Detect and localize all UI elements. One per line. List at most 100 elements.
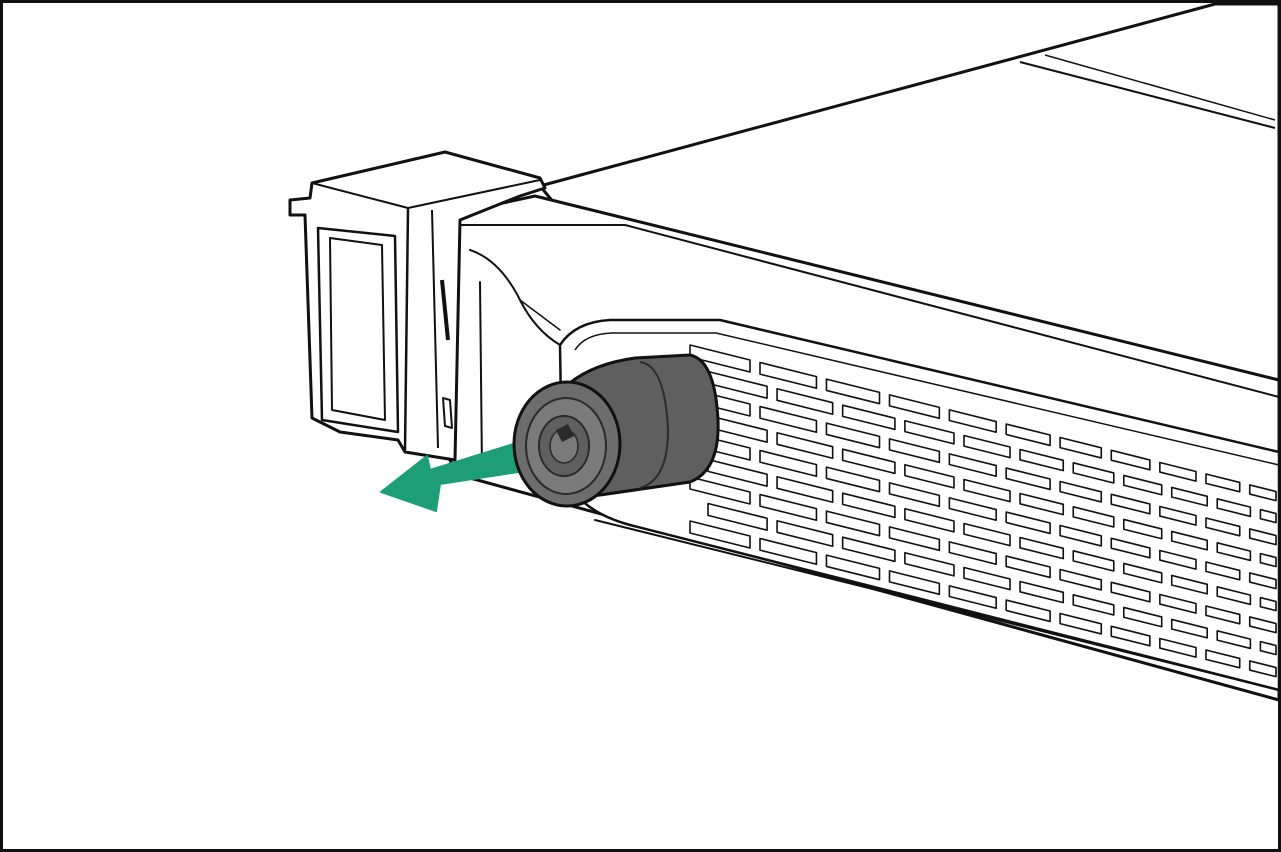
grille-slot <box>948 409 997 434</box>
grille-slot <box>1159 505 1197 526</box>
grille-slot <box>948 585 997 610</box>
grille-slot <box>904 463 955 489</box>
grille-slot <box>1122 518 1163 540</box>
grille-slot <box>948 541 997 566</box>
grille-slot <box>776 519 834 548</box>
grille-slot <box>1059 436 1103 459</box>
mounting-ear <box>288 150 547 462</box>
grille-slot <box>948 497 997 522</box>
grille-slot <box>759 537 818 566</box>
grille-slot <box>1205 517 1241 537</box>
grille-slot <box>1159 461 1197 482</box>
grille-slot <box>1059 568 1103 591</box>
grille-slot <box>759 493 818 522</box>
grille-slot <box>1059 524 1103 547</box>
grille-slot <box>1259 552 1277 568</box>
grille-slot <box>1205 605 1241 625</box>
grille-slot <box>1019 536 1065 560</box>
grille-slot <box>689 344 751 373</box>
grille-slot <box>825 554 881 581</box>
grille-slot <box>1110 449 1151 471</box>
grille-slot <box>1072 506 1115 528</box>
grille-slot <box>1110 581 1151 603</box>
grille-slot <box>1259 508 1277 524</box>
grille-slot <box>841 492 896 519</box>
grille-slot <box>1170 618 1209 639</box>
grille-slot <box>888 482 941 508</box>
grille-slot <box>1248 660 1277 678</box>
grille-slot <box>776 475 834 504</box>
grille-slot <box>1159 637 1197 658</box>
grille-slot <box>1122 474 1163 496</box>
grille-slot <box>1072 594 1115 616</box>
grille-slot <box>1005 599 1051 623</box>
grille-slot <box>1248 616 1277 634</box>
grille-slot <box>825 510 881 537</box>
grille-slot <box>963 434 1011 459</box>
grille-slot <box>1059 612 1103 635</box>
grille-slot <box>1159 549 1197 570</box>
grille-slot <box>1216 630 1252 650</box>
grille-slot <box>759 361 818 390</box>
grille-slot <box>759 449 818 478</box>
grille-slot <box>825 378 881 405</box>
grille-slot <box>776 387 834 416</box>
grille-slot <box>904 551 955 577</box>
grille-slot <box>825 422 881 449</box>
grille-slot <box>707 502 768 531</box>
bezel-grille <box>558 318 1281 692</box>
grille-slot <box>1248 572 1277 590</box>
grille-slot <box>689 476 751 505</box>
grille-slot <box>1072 462 1115 484</box>
grille-slot <box>1110 493 1151 515</box>
grille-slot <box>689 520 751 549</box>
grille-slot <box>904 419 955 445</box>
grille-slot <box>1005 511 1051 535</box>
grille-slot <box>1005 423 1051 447</box>
grille-slot <box>1259 596 1277 612</box>
grille-slot <box>1205 649 1241 669</box>
grille-slot <box>759 405 818 434</box>
grille-slot <box>963 566 1011 591</box>
grille-slot <box>776 431 834 460</box>
grille-slot <box>888 570 941 596</box>
grille-slot <box>1216 542 1252 562</box>
grille-slot <box>948 453 997 478</box>
grille-slot <box>1170 486 1209 507</box>
grille-slot <box>888 394 941 420</box>
grille-slot <box>904 507 955 533</box>
grille-slot <box>1019 580 1065 604</box>
grille-slot <box>888 438 941 464</box>
grille-slots-icon <box>689 344 1277 678</box>
grille-slot <box>1259 640 1277 656</box>
grille-slot <box>841 448 896 475</box>
grille-slot <box>963 522 1011 547</box>
grille-slot <box>841 404 896 431</box>
grille-slot <box>825 466 881 493</box>
grille-slot <box>1019 492 1065 516</box>
grille-slot <box>1248 484 1277 502</box>
grille-slot <box>1170 574 1209 595</box>
grille-slot <box>963 478 1011 503</box>
grille-slot <box>1216 498 1252 518</box>
grille-slot <box>1110 537 1151 559</box>
grille-slot <box>1059 480 1103 503</box>
grille-slot <box>841 536 896 563</box>
grille-slot <box>1122 562 1163 584</box>
grille-slot <box>1005 555 1051 579</box>
grille-slot <box>1072 550 1115 572</box>
grille-slot <box>1205 561 1241 581</box>
grille-slot <box>1005 467 1051 491</box>
grille-slot <box>1170 530 1209 551</box>
grille-slot <box>1110 625 1151 647</box>
grille-slot <box>1205 473 1241 493</box>
grille-slot <box>1159 593 1197 614</box>
pull-arrow-icon <box>380 441 521 512</box>
lock-cylinder-icon <box>512 353 720 508</box>
grille-slot <box>1248 528 1277 546</box>
grille-slot <box>888 526 941 552</box>
grille-slot <box>1019 448 1065 472</box>
grille-slot <box>1216 586 1252 606</box>
